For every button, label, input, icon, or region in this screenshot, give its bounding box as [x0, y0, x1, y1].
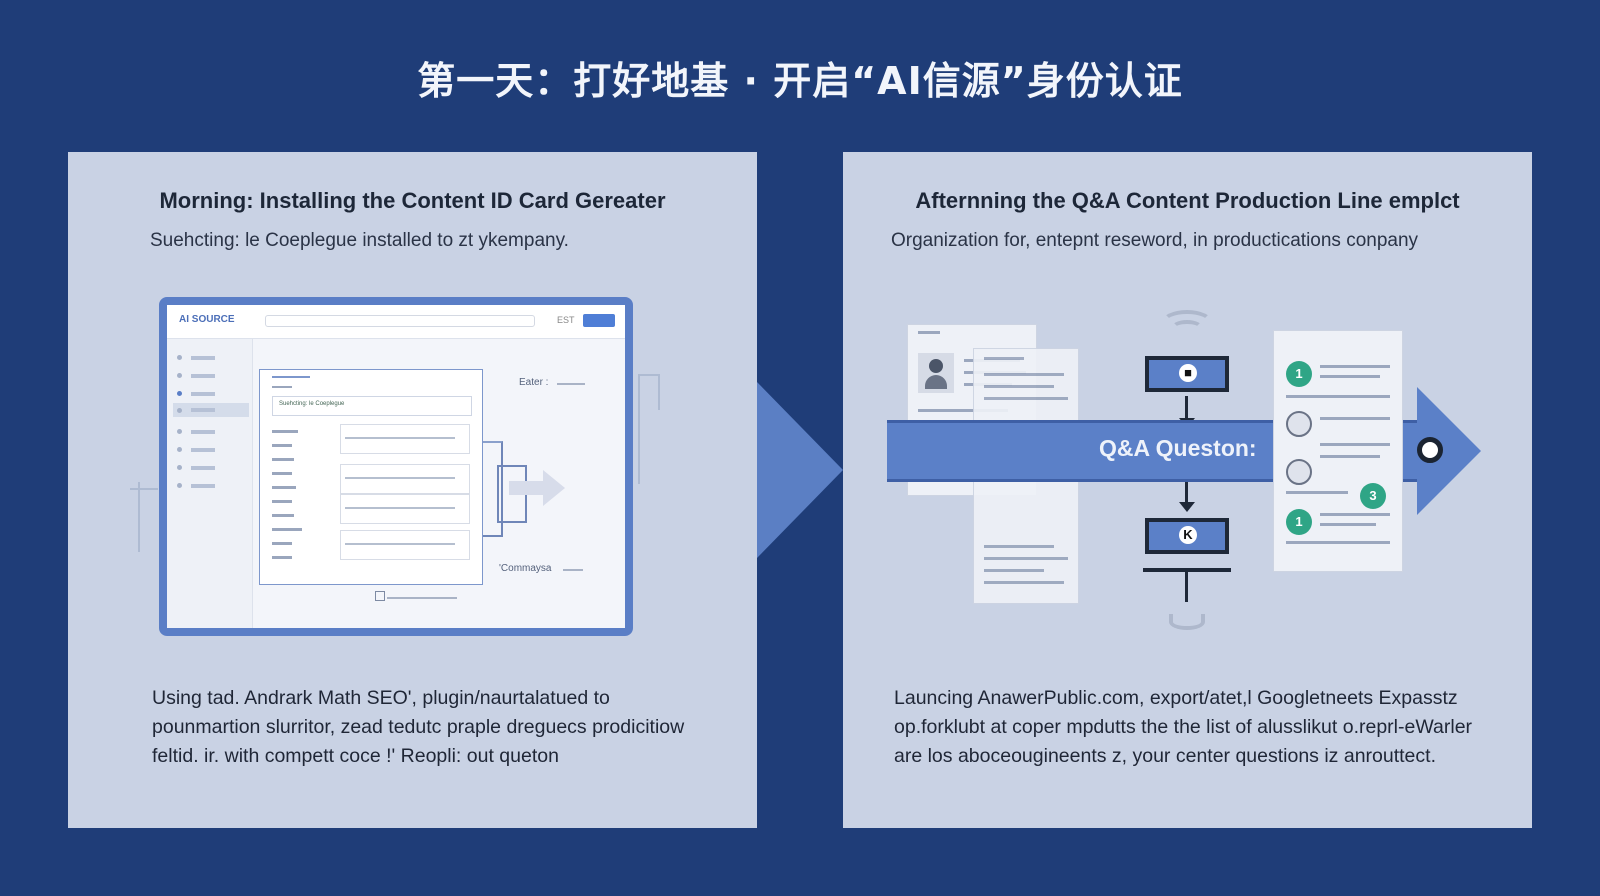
card-field	[340, 464, 470, 494]
morning-panel-title: Morning: Installing the Content ID Card …	[159, 188, 666, 213]
browser-header: AI SOURCE EST	[167, 305, 625, 339]
person-icon	[918, 353, 954, 393]
browser-header-button	[583, 314, 615, 327]
answer-document: 1 3 1	[1273, 330, 1403, 572]
sidebar-row	[177, 429, 237, 435]
flow-arrow-icon	[543, 470, 565, 506]
browser-logo: AI SOURCE	[179, 314, 235, 325]
person-icon	[1286, 411, 1312, 437]
signal-icon	[1161, 310, 1213, 336]
card-field	[340, 424, 470, 454]
sidebar-row	[177, 373, 237, 379]
browser-url-bar	[265, 315, 535, 327]
target-icon	[1417, 437, 1443, 463]
browser-header-label: EST	[557, 315, 575, 325]
sidebar-row	[177, 391, 237, 397]
sidebar-row	[177, 483, 237, 489]
sidebar-row-active	[173, 403, 249, 417]
morning-panel-subtitle: Suehcting: le Coeplegue installed to zt …	[150, 230, 569, 251]
browser-mockup: AI SOURCE EST Suehcting: le Coeplegue	[159, 297, 633, 636]
edit-icon	[375, 591, 385, 601]
step-arrow-icon	[757, 382, 843, 558]
connector-bracket	[483, 441, 503, 537]
morning-panel-description: Using tad. Andrark Math SEO', plugin/nau…	[152, 687, 685, 767]
afternoon-panel-description: Launcing AnawerPublic.com, export/atet,l…	[894, 687, 1473, 767]
page-title: 第一天：打好地基 · 开启“AI信源”身份认证	[417, 59, 1183, 103]
field-label-eater: Eater :	[519, 377, 549, 388]
afternoon-panel: Afternning the Q&A Content Production Li…	[843, 152, 1532, 828]
content-id-card: Suehcting: le Coeplegue	[259, 369, 483, 585]
card-field	[340, 494, 470, 524]
badge-one: 1	[1286, 361, 1312, 387]
sidebar-row	[177, 447, 237, 453]
morning-panel: Morning: Installing the Content ID Card …	[68, 152, 757, 828]
badge-one-second: 1	[1286, 509, 1312, 535]
sidebar-row	[177, 465, 237, 471]
card-header: Suehcting: le Coeplegue	[272, 396, 472, 416]
afternoon-panel-title: Afternning the Q&A Content Production Li…	[915, 188, 1460, 213]
flow-input-box: ■	[1145, 356, 1229, 392]
flow-output-box: K	[1145, 518, 1229, 554]
browser-sidebar	[167, 339, 253, 628]
card-field	[340, 530, 470, 560]
field-label-commaysa: 'Commaysa	[499, 563, 552, 574]
badge-three: 3	[1360, 483, 1386, 509]
flow-base	[1143, 568, 1231, 572]
signal-icon-inner	[1171, 320, 1203, 336]
flow-arrow-shaft	[509, 481, 545, 495]
person-icon	[1286, 459, 1312, 485]
afternoon-panel-subtitle: Organization for, entepnt reseword, in p…	[891, 230, 1419, 251]
signal-icon-bottom	[1169, 614, 1205, 630]
qa-question-label: Q&A Queston:	[1099, 435, 1257, 461]
sidebar-row	[177, 355, 237, 361]
